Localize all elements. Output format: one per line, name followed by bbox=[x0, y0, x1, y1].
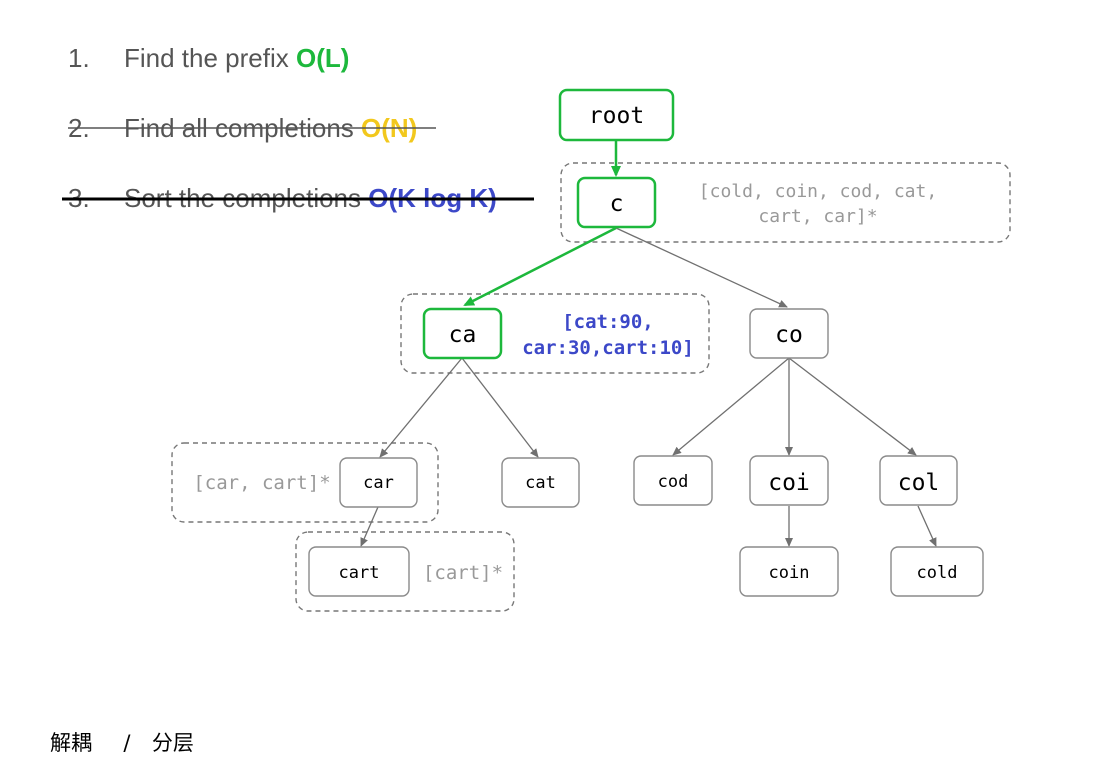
cache-c-line1: [cold, coin, cod, cat, bbox=[699, 181, 937, 202]
node-col: col bbox=[879, 455, 958, 506]
cache-group-ca bbox=[400, 293, 710, 374]
node-car-label: car bbox=[363, 473, 394, 493]
node-cold-label: cold bbox=[917, 563, 958, 583]
footer-separator: / bbox=[123, 731, 131, 755]
cache-car: [car, cart]* bbox=[193, 472, 330, 494]
edge-c-co bbox=[615, 227, 788, 308]
node-ca-label: ca bbox=[449, 322, 477, 348]
edge-car-cart bbox=[360, 506, 379, 547]
node-col-label: col bbox=[898, 470, 940, 496]
node-cod: cod bbox=[633, 455, 713, 506]
footer: 解耦 / 分层 bbox=[50, 727, 194, 757]
node-coin: coin bbox=[739, 546, 839, 597]
node-coin-label: coin bbox=[769, 563, 810, 583]
node-cart: cart bbox=[308, 546, 410, 597]
node-car: car bbox=[339, 457, 418, 508]
edge-co-cod bbox=[672, 357, 790, 456]
node-root-label: root bbox=[589, 103, 644, 129]
step-1: 1. Find the prefix O(L) bbox=[68, 43, 349, 74]
edge-ca-car bbox=[379, 357, 463, 458]
cache-group-cart bbox=[295, 531, 515, 612]
node-cold: cold bbox=[890, 546, 984, 597]
edge-c-ca bbox=[463, 226, 617, 307]
node-cart-label: cart bbox=[339, 563, 380, 583]
node-cat: cat bbox=[501, 457, 580, 508]
edge-co-col bbox=[788, 357, 917, 456]
step-1-text: Find the prefix bbox=[124, 43, 289, 73]
step-1-complexity: O(L) bbox=[295, 43, 350, 73]
footer-left: 解耦 bbox=[50, 731, 92, 755]
cache-group-c bbox=[560, 162, 1011, 243]
node-cod-label: cod bbox=[658, 472, 689, 492]
node-ca: ca bbox=[422, 307, 503, 360]
node-coi: coi bbox=[749, 455, 829, 506]
node-root: root bbox=[558, 88, 675, 142]
edge-col-cold bbox=[917, 505, 937, 547]
node-coi-label: coi bbox=[768, 470, 810, 496]
cache-ca-line1: [cat:90, bbox=[562, 311, 654, 333]
node-cat-label: cat bbox=[525, 473, 556, 493]
node-c: c bbox=[576, 176, 657, 229]
cache-c-line2: cart, car]* bbox=[758, 206, 877, 227]
edge-ca-cat bbox=[461, 357, 539, 458]
node-c-label: c bbox=[610, 191, 624, 217]
node-co-label: co bbox=[775, 322, 803, 348]
cache-group-car bbox=[171, 442, 439, 523]
step-1-number: 1. bbox=[68, 43, 90, 73]
cache-cart: [cart]* bbox=[423, 562, 503, 584]
footer-right: 分层 bbox=[151, 731, 194, 755]
node-co: co bbox=[749, 308, 829, 359]
cache-ca-line2: car:30,cart:10] bbox=[522, 337, 694, 359]
